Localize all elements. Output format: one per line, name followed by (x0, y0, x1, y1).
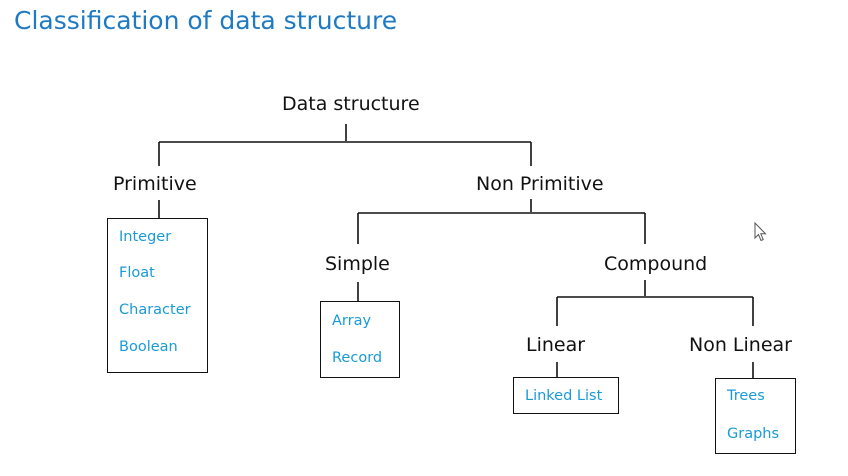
leaf-integer: Integer (119, 229, 172, 245)
node-non-linear: Non Linear (689, 334, 792, 356)
node-simple: Simple (325, 253, 390, 275)
non-linear-items-box (715, 378, 796, 454)
leaf-array: Array (332, 313, 372, 329)
page-title: Classification of data structure (14, 6, 398, 35)
leaf-linked-list: Linked List (525, 388, 603, 404)
node-primitive: Primitive (113, 173, 197, 195)
node-linear: Linear (526, 334, 586, 356)
linear-items-box (513, 377, 619, 414)
node-data-structure: Data structure (282, 93, 420, 115)
node-non-primitive: Non Primitive (476, 173, 604, 195)
leaf-float: Float (119, 265, 155, 281)
leaf-graphs: Graphs (727, 426, 780, 442)
leaf-trees: Trees (727, 388, 765, 404)
leaf-boolean: Boolean (119, 339, 178, 355)
mouse-pointer-icon (754, 222, 767, 242)
node-compound: Compound (604, 253, 708, 275)
leaf-character: Character (119, 302, 191, 318)
simple-items-box (320, 301, 400, 378)
primitive-items-box (107, 218, 208, 373)
leaf-record: Record (332, 350, 383, 366)
